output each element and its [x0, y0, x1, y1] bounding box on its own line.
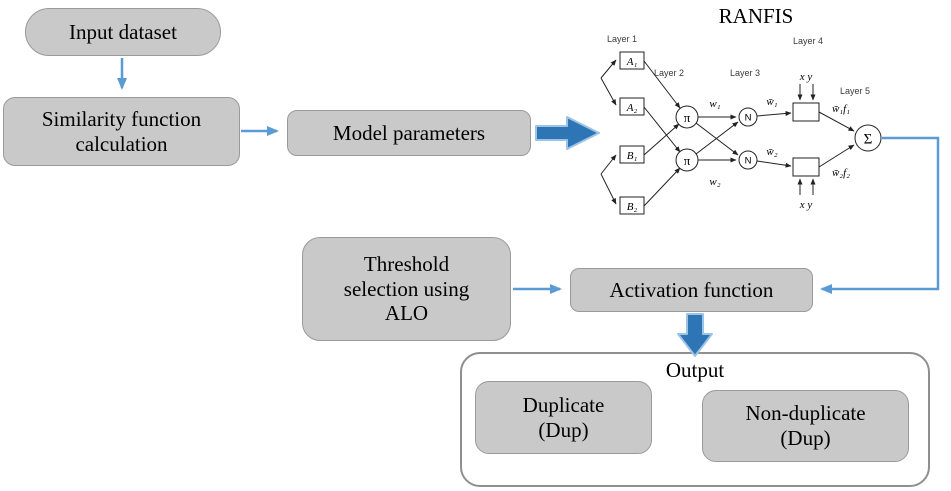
similarity-label-line1: Similarity function: [41, 106, 202, 131]
similarity-label-line2: calculation: [75, 131, 168, 156]
threshold-label-line1: Threshold: [363, 251, 450, 276]
pi-node-2-symbol: π: [684, 153, 691, 168]
input-dataset-box: Input dataset: [25, 8, 221, 56]
node-b2-label: B₂: [627, 201, 638, 213]
model-parameters-label: Model parameters: [332, 120, 486, 145]
model-parameters-box: Model parameters: [287, 110, 531, 156]
node-a2-label: A₂: [626, 102, 638, 114]
rule-output-2-label: w̄₂f₂: [832, 167, 850, 179]
xy-input-top-arrows: [797, 84, 816, 101]
threshold-label-line3: ALO: [384, 301, 429, 326]
rule-output-1-label: w̄₁f₁: [832, 103, 850, 115]
xy-input-top-label: x y: [799, 71, 813, 83]
output-title: Output: [665, 358, 725, 382]
activation-function-label: Activation function: [609, 277, 774, 302]
node-b1-label: B₁: [627, 150, 638, 162]
membership-to-pi-lines: [643, 60, 681, 207]
input-dataset-label: Input dataset: [69, 19, 177, 44]
threshold-label-line2: selection using: [343, 276, 470, 301]
norm-node-1-circle: [738, 107, 758, 127]
activation-function-box: Activation function: [570, 268, 813, 312]
layer-3-label: Layer 3: [730, 68, 760, 78]
norm-node-2-symbol: N: [745, 156, 752, 167]
block-arrow-activation-to-output: [677, 313, 713, 357]
ranfis-title: RANFIS: [718, 4, 794, 28]
membership-node-boxes: [619, 51, 645, 215]
rule-node-1-box: [792, 102, 820, 122]
xy-input-bottom-arrows: [797, 178, 816, 195]
weight-w2-label: w₂: [709, 176, 720, 188]
norm-node-1-symbol: N: [745, 113, 752, 124]
xy-input-bottom-label: x y: [799, 199, 813, 211]
input-arrows: [600, 59, 617, 205]
weight-w1-label: w₁: [709, 98, 720, 110]
duplicate-label-line2: (Dup): [538, 417, 589, 442]
non-duplicate-label-line1: Non-duplicate: [745, 401, 866, 426]
layer-5-label: Layer 5: [840, 86, 870, 96]
pi-to-norm-lines: [695, 114, 739, 163]
ranfis-network-diagram: Layer 1 Layer 2 Layer 3 Layer 4 Layer 5 …: [600, 34, 882, 215]
layer-2-label: Layer 2: [654, 68, 684, 78]
layer-1-label: Layer 1: [607, 34, 637, 44]
rule-to-sum-lines: [818, 111, 855, 168]
threshold-selection-box: Threshold selection using ALO: [302, 237, 511, 341]
pi-node-1-symbol: π: [684, 110, 691, 125]
weight-wbar2-label: w̄₂: [766, 146, 777, 158]
non-duplicate-label-line2: (Dup): [780, 426, 831, 450]
weight-wbar1-label: w̄₁: [766, 96, 777, 108]
norm-to-rule-lines: [756, 110, 792, 168]
duplicate-label-line1: Duplicate: [522, 392, 605, 417]
non-duplicate-box: Non-duplicate (Dup): [702, 390, 909, 462]
sum-node-symbol: Σ: [864, 132, 873, 148]
layer-4-label: Layer 4: [793, 36, 823, 46]
rule-node-2-box: [792, 157, 820, 177]
duplicate-box: Duplicate (Dup): [475, 381, 652, 454]
similarity-function-box: Similarity function calculation: [3, 97, 240, 166]
node-a1-label: A₁: [626, 56, 638, 68]
norm-node-2-circle: [738, 150, 758, 170]
